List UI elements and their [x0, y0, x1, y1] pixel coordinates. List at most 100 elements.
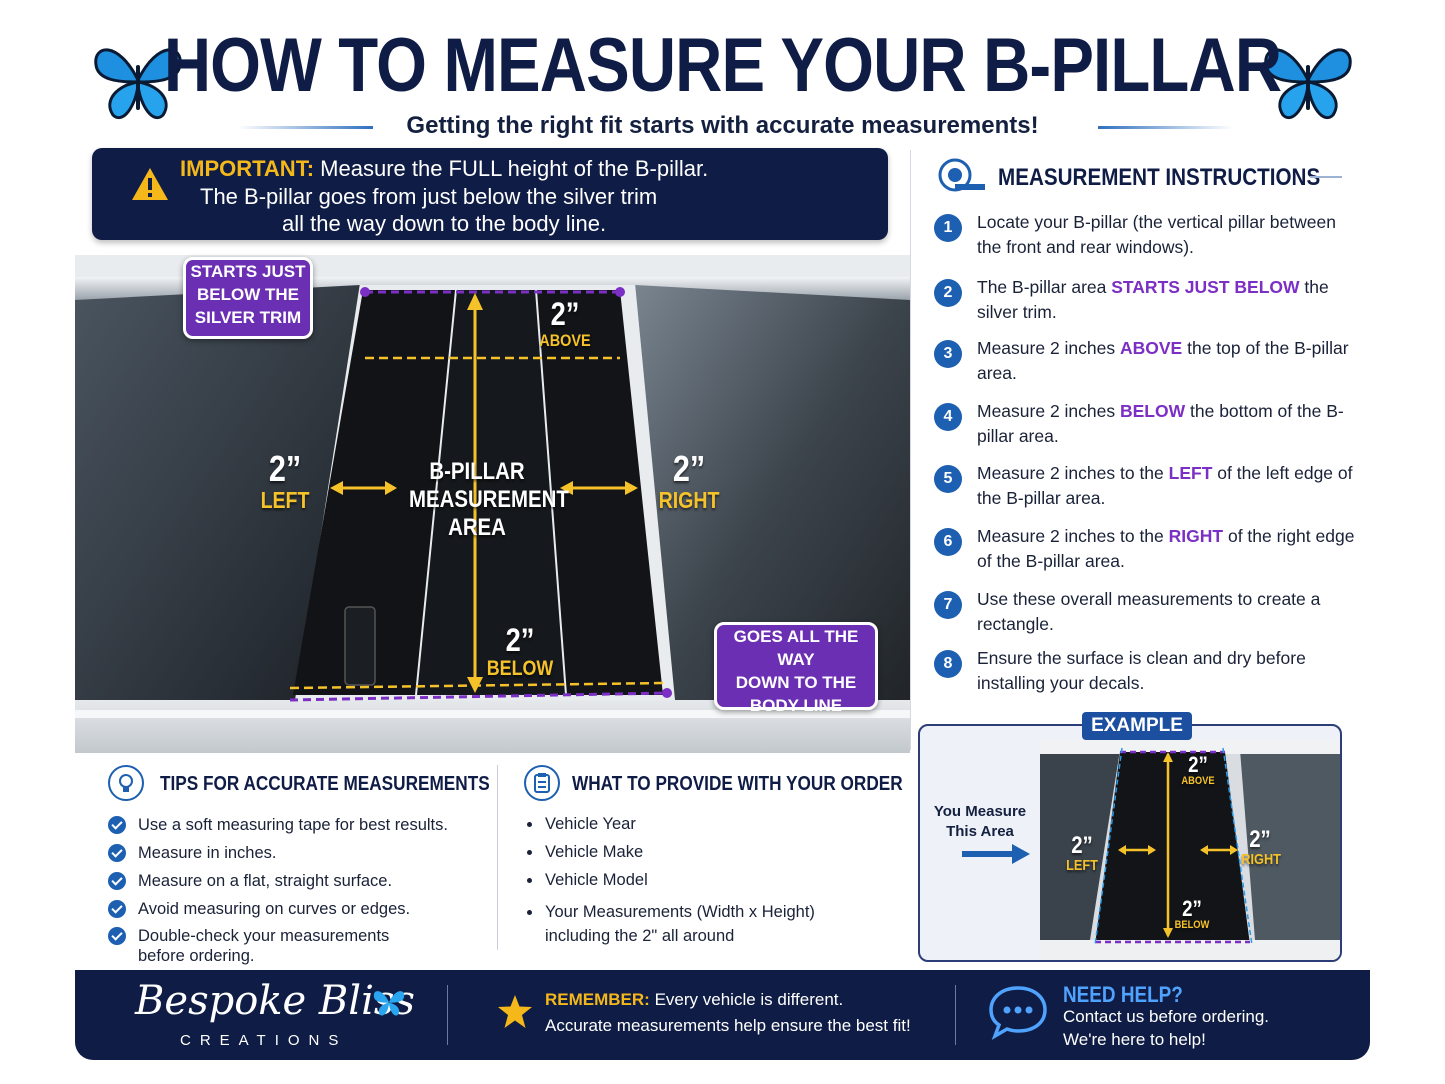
- step-number-badge: 7: [934, 591, 962, 619]
- help-line-1: Contact us before ordering.: [1063, 1007, 1270, 1026]
- step-text-main: Measure 2 inches to the: [977, 463, 1169, 483]
- step-text: Use these overall measurements to create…: [977, 587, 1357, 637]
- callout-bottom-line-1: GOES ALL THE WAY: [733, 627, 859, 669]
- callout-bottom-line-3: BODY LINE: [749, 696, 843, 715]
- footer-bar: Bespoke Bliss CREATIONS REMEMBER: Every …: [75, 970, 1370, 1060]
- butterfly-icon-left: [94, 48, 182, 119]
- important-label: IMPORTANT:: [180, 156, 315, 181]
- remember-line-1: REMEMBER: Every vehicle is different.: [545, 990, 843, 1010]
- callout-top-line-3: SILVER TRIM: [194, 308, 302, 327]
- order-item-text: Your Measurements (Width x Height) inclu…: [545, 903, 815, 945]
- important-line-3: all the way down to the body line.: [282, 211, 607, 236]
- tip-text: Avoid measuring on curves or edges.: [138, 900, 411, 918]
- check-circle-icon: [108, 872, 126, 890]
- step-text-tail: of the left edge of the B-pillar area.: [977, 463, 1353, 508]
- check-circle-icon: [108, 816, 126, 834]
- step-text: The B-pillar area STARTS JUST BELOW the …: [977, 275, 1357, 325]
- footer-divider-2: [955, 985, 956, 1045]
- step-text-main: The B-pillar area: [977, 277, 1112, 297]
- example-above-value: 2”: [1188, 752, 1208, 777]
- check-circle-icon: [108, 927, 126, 945]
- example-left-label: 2” LEFT: [1065, 832, 1099, 874]
- bullet-dot: [527, 878, 532, 883]
- right-label: 2” RIGHT: [651, 450, 728, 512]
- above-value: 2”: [550, 296, 580, 332]
- above-text: ABOVE: [539, 330, 591, 350]
- area-label-line-2: MEASUREMENT: [409, 486, 569, 513]
- step-text: Ensure the surface is clean and dry befo…: [977, 646, 1357, 696]
- you-measure-label: You Measure This Area: [930, 802, 1030, 842]
- section-divider: [497, 765, 498, 950]
- area-label-line-3: AREA: [448, 514, 506, 541]
- area-label: B-PILLAR MEASUREMENT AREA: [409, 458, 569, 542]
- tip-text: Measure in inches.: [138, 844, 277, 862]
- example-below-label: 2” BELOW: [1173, 898, 1210, 931]
- butterfly-icon-right: [1264, 48, 1352, 119]
- left-text: LEFT: [260, 486, 310, 513]
- page-title: HOW TO MEASURE YOUR B-PILLAR: [163, 23, 1282, 108]
- callout-bottom-line-2: DOWN TO THE: [735, 673, 857, 692]
- left-value: 2”: [268, 448, 302, 489]
- step-text-main: Ensure the surface is clean and dry befo…: [977, 648, 1306, 693]
- help-line-2: We're here to help!: [1063, 1030, 1206, 1049]
- callout-top-line-1: STARTS JUST: [190, 262, 306, 281]
- column-divider: [910, 150, 911, 750]
- example-below-value: 2”: [1182, 896, 1202, 921]
- step-text: Measure 2 inches to the LEFT of the left…: [977, 461, 1357, 511]
- step-text: Locate your B-pillar (the vertical pilla…: [977, 210, 1357, 260]
- warning-icon: [132, 168, 168, 200]
- lightbulb-icon: [108, 765, 144, 801]
- example-panel: You Measure This Area 2” ABOVE 2” BELOW …: [918, 724, 1342, 962]
- you-measure-line-1: You Measure: [933, 803, 1027, 820]
- tips-heading: TIPS FOR ACCURATE MEASUREMENTS: [160, 773, 490, 795]
- important-line-1: IMPORTANT: Measure the FULL height of th…: [180, 156, 708, 182]
- step-number-badge: 4: [934, 403, 962, 431]
- example-below-text: BELOW: [1174, 919, 1210, 931]
- example-right-text: RIGHT: [1241, 851, 1281, 868]
- footer-divider-1: [447, 985, 448, 1045]
- step-text-tail: the top of the B-pillar area.: [977, 338, 1349, 383]
- tip-text: Double-check your measurements before or…: [138, 927, 390, 965]
- below-text: BELOW: [486, 656, 554, 680]
- bullet-dot: [527, 822, 532, 827]
- step-number-badge: 6: [934, 528, 962, 556]
- step-text: Measure 2 inches to the RIGHT of the rig…: [977, 524, 1357, 574]
- step-text-main: Measure 2 inches: [977, 401, 1120, 421]
- step-text-tail: the bottom of the B-pillar area.: [977, 401, 1344, 446]
- above-label: 2” ABOVE: [527, 296, 604, 350]
- b-pillar-photo: [75, 255, 910, 753]
- remember-label: REMEMBER:: [545, 990, 650, 1009]
- brand-subtitle: CREATIONS: [180, 1032, 348, 1049]
- step-highlight: RIGHT: [1168, 526, 1224, 546]
- you-measure-line-2: This Area: [946, 823, 1014, 840]
- order-item-text: Vehicle Model: [545, 871, 648, 889]
- example-left-value: 2”: [1071, 832, 1093, 859]
- step-highlight: LEFT: [1168, 463, 1213, 483]
- example-right-label: 2” RIGHT: [1241, 826, 1281, 868]
- callout-top-line-2: BELOW THE: [197, 285, 299, 304]
- step-text-main: Locate your B-pillar (the vertical pilla…: [977, 212, 1336, 257]
- chat-bubble-icon: [989, 986, 1047, 1040]
- butterfly-icon-footer: [373, 991, 405, 1016]
- measuring-tape-icon: [938, 158, 985, 192]
- check-circle-icon: [108, 844, 126, 862]
- arrow-right-icon: [962, 844, 1030, 864]
- step-text: Measure 2 inches BELOW the bottom of the…: [977, 399, 1357, 449]
- tip-text: Use a soft measuring tape for best resul…: [138, 816, 448, 834]
- step-text-main: Measure 2 inches to the: [977, 526, 1169, 546]
- below-value: 2”: [505, 622, 535, 658]
- help-title: NEED HELP?: [1063, 982, 1183, 1007]
- example-above-label: 2” ABOVE: [1179, 754, 1216, 787]
- instructions-rule: [1310, 176, 1342, 178]
- important-line-2: The B-pillar goes from just below the si…: [200, 184, 658, 209]
- right-value: 2”: [672, 448, 706, 489]
- subtitle-rule-left: [238, 126, 373, 129]
- step-text-tail: of the right edge of the B-pillar area.: [977, 526, 1355, 571]
- order-item-text: Vehicle Year: [545, 815, 636, 833]
- step-highlight: ABOVE: [1120, 338, 1183, 358]
- important-banner: IMPORTANT: Measure the FULL height of th…: [92, 148, 888, 240]
- example-left-text: LEFT: [1066, 857, 1098, 874]
- area-label-line-1: B-PILLAR: [429, 458, 525, 485]
- step-text: Measure 2 inches ABOVE the top of the B-…: [977, 336, 1357, 386]
- example-right-value: 2”: [1249, 826, 1271, 853]
